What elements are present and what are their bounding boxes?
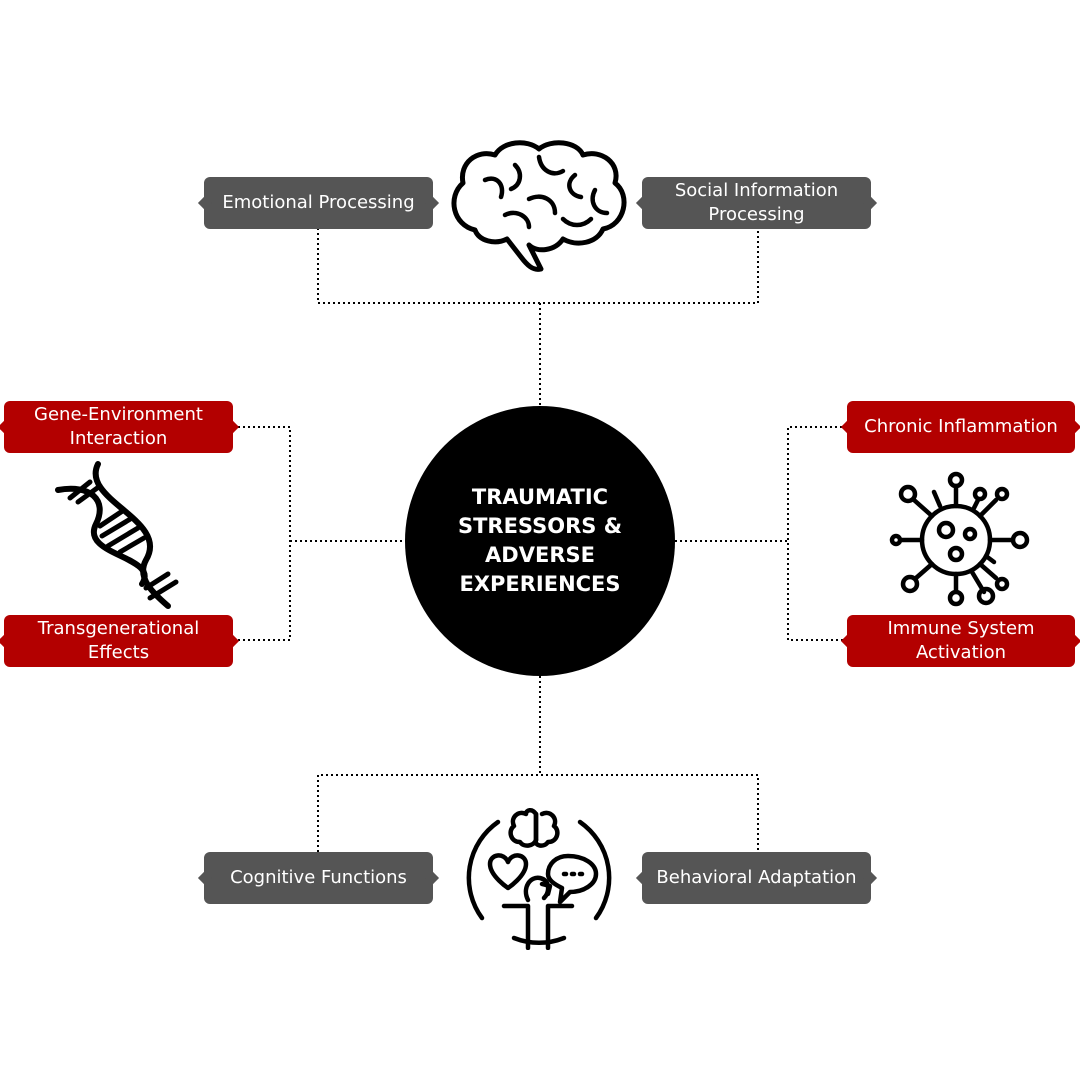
central-node: TRAUMATIC STRESSORS & ADVERSE EXPERIENCE… [405, 406, 675, 676]
immune-system-activation-node: Immune System Activation [847, 615, 1075, 667]
transgenerational-effects-node: Transgenerational Effects [4, 615, 233, 667]
top-connector [317, 228, 759, 406]
cognitive-functions-node: Cognitive Functions [204, 852, 433, 904]
social-information-processing-node: Social Information Processing [642, 177, 871, 229]
bottom-connector [317, 676, 759, 852]
chronic-inflammation-node: Chronic Inflammation [847, 401, 1075, 453]
right-connector [675, 426, 847, 641]
dna-icon [55, 461, 179, 609]
cognitive-behavior-icon [466, 808, 612, 950]
central-label: TRAUMATIC STRESSORS & ADVERSE EXPERIENCE… [457, 485, 623, 596]
left-connector [233, 426, 405, 641]
behavioral-adaptation-node: Behavioral Adaptation [642, 852, 871, 904]
virus-icon [889, 471, 1030, 607]
gene-environment-interaction-node: Gene-Environment Interaction [4, 401, 233, 453]
emotional-processing-node: Emotional Processing [204, 177, 433, 229]
brain-icon [451, 140, 627, 272]
